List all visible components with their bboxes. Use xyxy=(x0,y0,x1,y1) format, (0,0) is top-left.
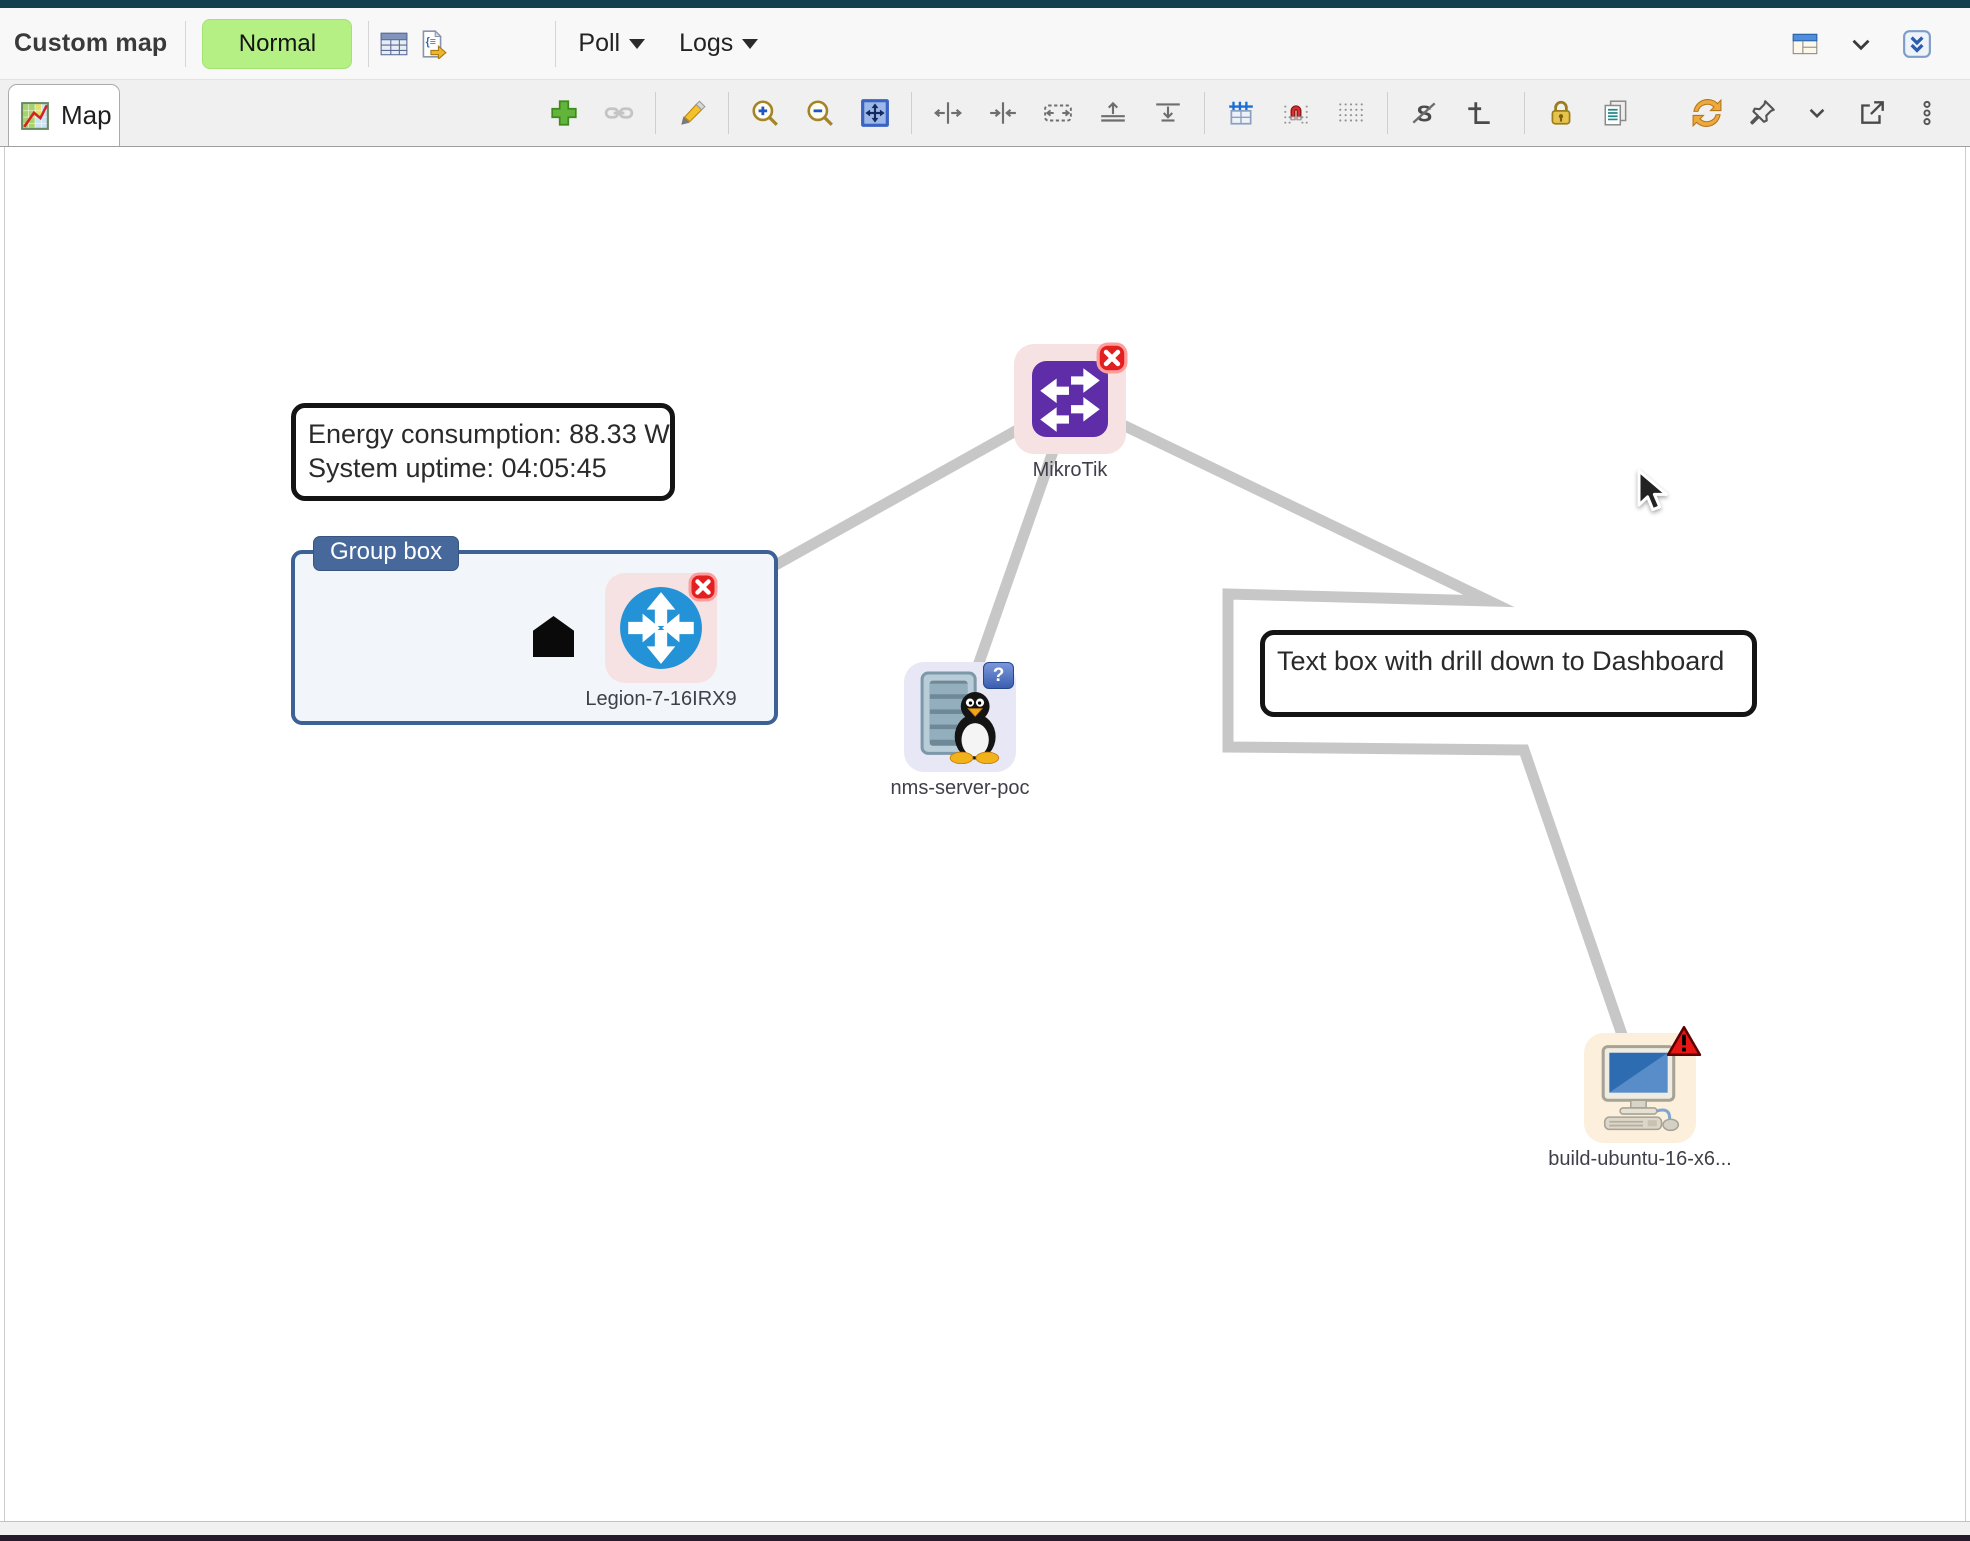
properties-table-icon[interactable] xyxy=(375,24,413,64)
add-object-icon[interactable] xyxy=(545,93,583,133)
link-objects-icon[interactable] xyxy=(600,93,638,133)
spread-horizontally-icon[interactable] xyxy=(929,93,967,133)
link-style-toggle-icon[interactable] xyxy=(1460,93,1498,133)
separator xyxy=(728,92,729,134)
separator xyxy=(655,92,656,134)
page-title: Custom map xyxy=(14,29,168,57)
zoom-in-icon[interactable] xyxy=(746,93,784,133)
chevron-down-icon[interactable] xyxy=(1798,93,1836,133)
collapse-icon[interactable] xyxy=(1898,24,1936,64)
node-status-background: ? xyxy=(904,662,1016,772)
map-node-nms-server[interactable]: ? nms-server-poc xyxy=(870,662,1050,800)
node-status-background xyxy=(605,571,719,683)
unknown-status-badge: ? xyxy=(983,662,1014,689)
layout-icon[interactable] xyxy=(1786,24,1824,64)
warning-status-badge xyxy=(1666,1025,1702,1057)
separator xyxy=(555,20,557,67)
snap-to-grid-icon[interactable] xyxy=(1277,93,1315,133)
caret-down-icon xyxy=(742,38,759,49)
energy-text-box[interactable]: Energy consumption: 88.33 W System uptim… xyxy=(291,403,675,501)
logs-menu[interactable]: Logs xyxy=(679,29,759,58)
map-canvas[interactable]: Energy consumption: 88.33 W System uptim… xyxy=(0,147,1970,1522)
distribute-horizontally-icon[interactable] xyxy=(1039,93,1077,133)
canvas-left-border xyxy=(4,147,5,1522)
separator xyxy=(1524,92,1525,134)
node-label: build-ubuntu-16-x6... xyxy=(1548,1148,1732,1170)
switch-device-icon xyxy=(1032,361,1108,437)
mode-normal-button[interactable]: Normal xyxy=(202,18,353,69)
status-background-toggle-icon[interactable]: S xyxy=(1405,93,1443,133)
align-bottom-icon[interactable] xyxy=(1149,93,1187,133)
energy-line-2: System uptime: 04:05:45 xyxy=(308,453,607,483)
open-in-new-window-icon[interactable] xyxy=(1853,93,1891,133)
tab-map-label: Map xyxy=(61,100,112,130)
separator xyxy=(1204,92,1205,134)
window-top-edge xyxy=(0,0,1970,8)
edit-pen-icon[interactable] xyxy=(673,93,711,133)
zoom-fit-icon[interactable] xyxy=(856,93,894,133)
separator xyxy=(185,20,187,67)
svg-text:{≡: {≡ xyxy=(426,36,436,48)
gather-horizontally-icon[interactable] xyxy=(984,93,1022,133)
drilldown-text: Text box with drill down to Dashboard xyxy=(1277,646,1725,676)
energy-line-1: Energy consumption: 88.33 W xyxy=(308,419,670,449)
separator xyxy=(911,92,912,134)
map-toolbar: S xyxy=(545,80,1498,146)
object-header: Custom map Normal {≡ Poll Logs xyxy=(0,8,1970,80)
canvas-right-border xyxy=(1965,147,1966,1522)
group-box-title: Group box xyxy=(313,536,460,571)
node-status-background xyxy=(1014,342,1128,454)
tab-map[interactable]: Map xyxy=(8,84,120,146)
more-options-icon[interactable] xyxy=(1908,93,1946,133)
separator xyxy=(368,20,370,67)
chevron-down-icon[interactable] xyxy=(1842,24,1880,64)
map-node-build-ubuntu[interactable]: build-ubuntu-16-x6... xyxy=(1548,1025,1732,1171)
map-node-legion[interactable]: Legion-7-16IRX9 xyxy=(571,571,751,711)
lock-map-icon[interactable] xyxy=(1542,93,1580,133)
zoom-out-icon[interactable] xyxy=(801,93,839,133)
show-grid-icon[interactable] xyxy=(1222,93,1260,133)
refresh-icon[interactable] xyxy=(1688,93,1726,133)
critical-status-badge xyxy=(687,571,719,603)
mouse-cursor xyxy=(1634,468,1670,521)
node-label: Legion-7-16IRX9 xyxy=(585,688,737,710)
logs-menu-label: Logs xyxy=(679,29,734,57)
map-tab-icon xyxy=(19,96,51,136)
pin-icon[interactable] xyxy=(1743,93,1781,133)
drilldown-text-box[interactable]: Text box with drill down to Dashboard xyxy=(1260,630,1757,717)
separator xyxy=(1387,92,1388,134)
align-top-icon[interactable] xyxy=(1094,93,1132,133)
caret-down-icon xyxy=(629,38,646,49)
map-node-mikrotik[interactable]: MikroTik xyxy=(980,342,1160,482)
header-right-controls xyxy=(1786,24,1970,64)
poll-menu[interactable]: Poll xyxy=(578,29,646,58)
node-status-background xyxy=(1584,1025,1702,1143)
copy-image-icon[interactable] xyxy=(1597,93,1635,133)
critical-status-badge xyxy=(1096,342,1128,374)
tab-bar: Map xyxy=(0,80,1970,147)
poll-menu-label: Poll xyxy=(578,29,621,57)
node-label: MikroTik xyxy=(1032,459,1108,481)
workstation-icon xyxy=(1601,1045,1680,1132)
grid-dots-icon[interactable] xyxy=(1332,93,1370,133)
linux-server-icon xyxy=(920,671,1000,764)
link-mikrotik-build[interactable] xyxy=(1068,395,1646,1089)
map-toolbar-right xyxy=(1524,80,1946,146)
window-bottom-edge xyxy=(0,1535,1970,1541)
node-label: nms-server-poc xyxy=(890,777,1030,799)
export-config-icon[interactable]: {≡ xyxy=(413,24,451,64)
window-bottom-band xyxy=(0,1521,1970,1535)
router-device-icon xyxy=(620,587,702,669)
